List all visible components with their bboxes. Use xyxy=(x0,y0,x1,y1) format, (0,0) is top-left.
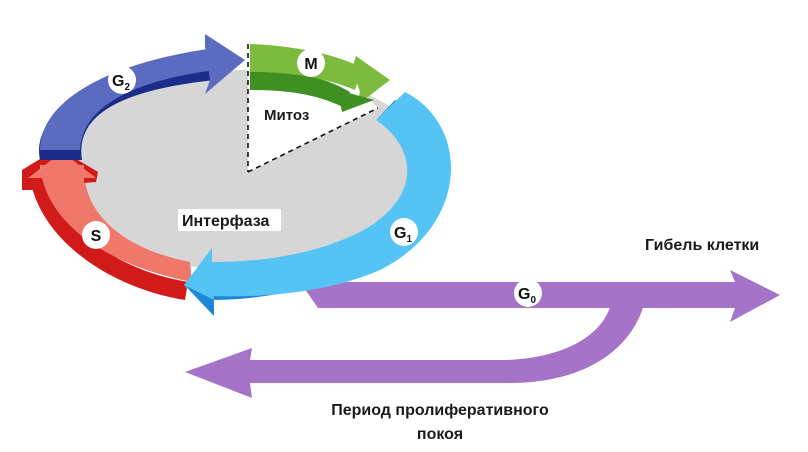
label-g2: G xyxy=(112,73,124,90)
m-arrow-head xyxy=(352,56,390,106)
label-mitosis: Митоз xyxy=(264,107,309,124)
label-g2-sub: 2 xyxy=(124,82,130,93)
quiescence-arrow xyxy=(185,300,645,398)
badge-g1: G1 xyxy=(390,218,418,246)
svg-text:G1: G1 xyxy=(394,225,412,245)
g2-arc xyxy=(40,48,215,150)
label-s: S xyxy=(91,228,102,245)
label-m: M xyxy=(304,56,317,73)
label-g0-sub: 0 xyxy=(530,295,536,306)
s-arc xyxy=(40,165,192,282)
g1-arc xyxy=(210,92,452,297)
label-quiescence-line1: Период пролиферативного xyxy=(331,402,549,419)
g2-arrow-head xyxy=(205,34,245,94)
svg-text:G0: G0 xyxy=(518,286,536,306)
label-g0: G xyxy=(518,286,530,303)
s-arc-dark xyxy=(30,178,188,300)
svg-text:G2: G2 xyxy=(112,73,130,93)
badge-m: M xyxy=(297,49,325,77)
g1-arrow-head-dark xyxy=(186,286,214,316)
interphase-label-bg xyxy=(178,209,281,231)
m-arc-dark xyxy=(250,70,350,108)
mitosis-wedge-edge-diagonal xyxy=(247,107,379,173)
label-g1-sub: 1 xyxy=(406,234,412,245)
badge-g0: G0 xyxy=(514,279,542,307)
label-cell-death: Гибель клетки xyxy=(645,237,759,254)
badge-g2: G2 xyxy=(108,66,136,94)
label-quiescence-line2: покоя xyxy=(417,426,463,443)
label-interphase: Интерфаза xyxy=(182,213,270,230)
m-arrow-head-dark xyxy=(338,90,374,112)
badge-s: S xyxy=(82,221,110,249)
label-g1: G xyxy=(394,225,406,242)
s-arrow-tip xyxy=(28,152,96,178)
